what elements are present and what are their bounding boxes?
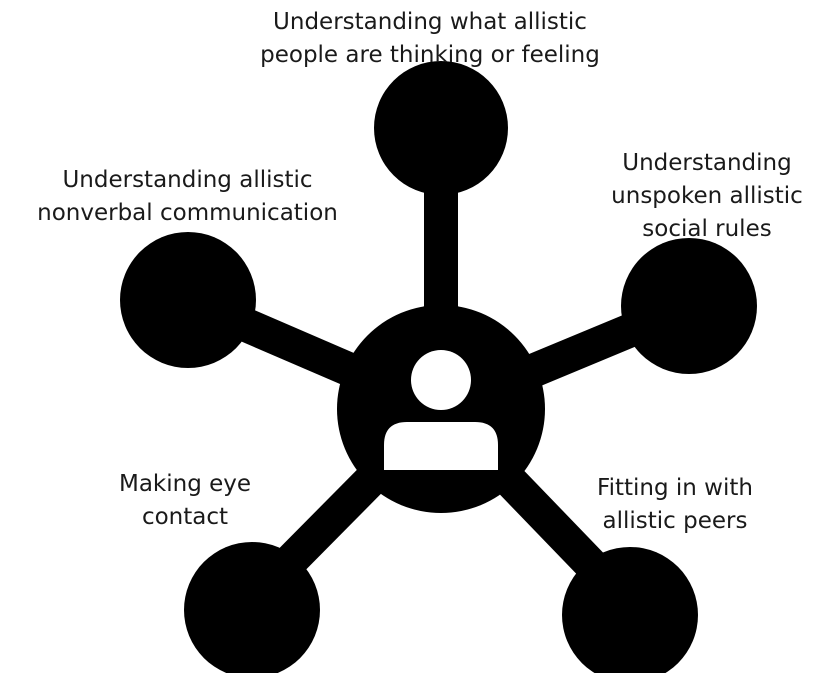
label-left-line-1: Understanding allistic xyxy=(62,167,313,193)
label-right-line-1: Understanding xyxy=(622,150,792,176)
label-right: Understanding unspoken allistic social r… xyxy=(595,147,819,246)
label-left-line-2: nonverbal communication xyxy=(37,200,338,226)
label-top: Understanding what allistic people are t… xyxy=(220,6,640,72)
node-left xyxy=(120,232,256,368)
person-icon xyxy=(384,350,498,470)
label-top-line-2: people are thinking or feeling xyxy=(260,42,600,68)
label-bottom-left-line-2: contact xyxy=(141,504,229,530)
label-bottom-right-line-1: Fitting in with xyxy=(597,475,753,501)
label-bottom-right-line-2: allistic peers xyxy=(602,508,748,534)
label-bottom-left-line-1: Making eye xyxy=(118,471,252,497)
node-bottom-left xyxy=(184,542,320,673)
label-left: Understanding allistic nonverbal communi… xyxy=(0,164,375,230)
label-bottom-right: Fitting in with allistic peers xyxy=(560,472,790,538)
label-bottom-left: Making eye contact xyxy=(60,468,310,534)
label-top-line-1: Understanding what allistic xyxy=(273,9,587,35)
node-top xyxy=(374,61,508,195)
label-right-line-3: social rules xyxy=(642,216,772,242)
node-right xyxy=(621,238,757,374)
label-right-line-2: unspoken allistic xyxy=(611,183,803,209)
node-bottom-right xyxy=(562,547,698,673)
